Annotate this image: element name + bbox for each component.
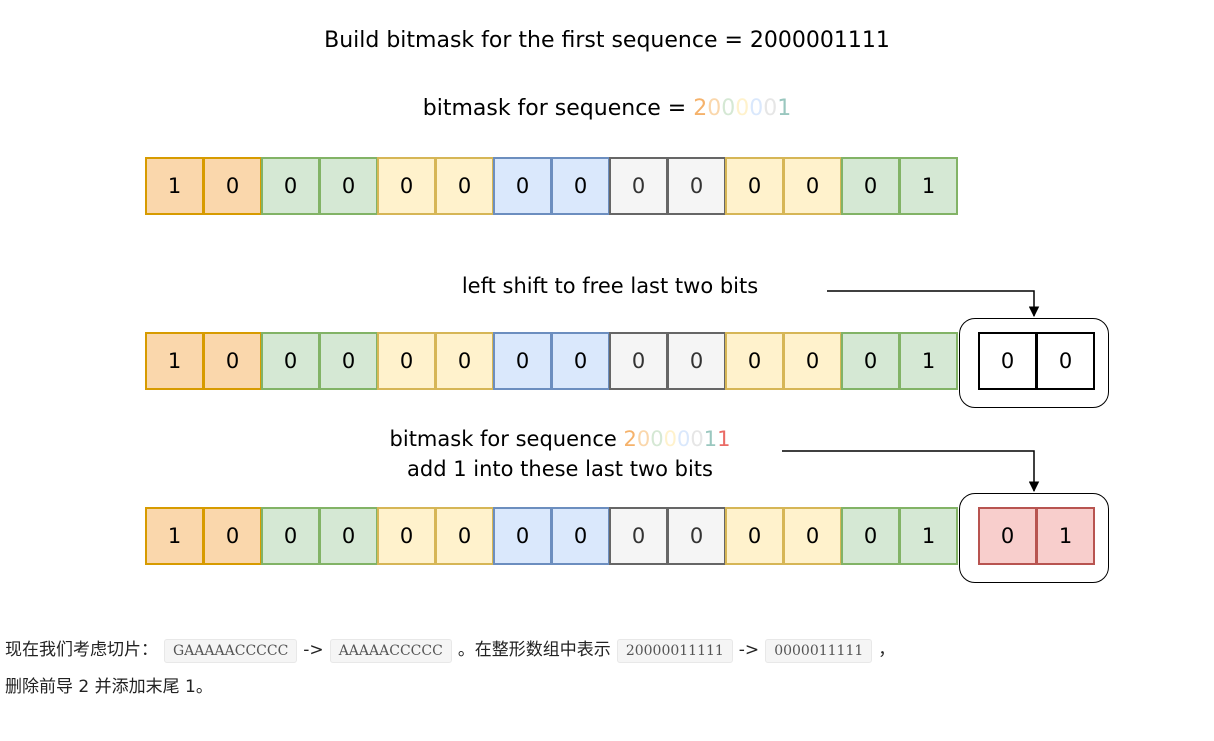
sequence-digit: 0 xyxy=(749,96,764,121)
arrow-left-shift xyxy=(827,290,1040,318)
bit-cell: 0 xyxy=(551,507,610,565)
bit-cell: 0 xyxy=(203,507,262,565)
bit-cell: 1 xyxy=(145,507,204,565)
sequence-digit: 0 xyxy=(676,427,691,451)
sequence-digit: 0 xyxy=(663,427,677,451)
bit-cell: 0 xyxy=(435,157,494,215)
bit-cell: 0 xyxy=(435,332,494,390)
bit-cell: 0 xyxy=(203,332,262,390)
code-slice-before: GAAAAACCCCC xyxy=(164,639,298,663)
label-add-one-prefix: bitmask for sequence xyxy=(389,427,624,451)
bit-cell: 0 xyxy=(609,157,668,215)
bit-cell: 1 xyxy=(899,507,958,565)
extra-bit-cell: 0 xyxy=(978,507,1037,565)
bit-cell: 0 xyxy=(377,507,436,565)
sequence-digit: 0 xyxy=(636,427,651,451)
label-add-one: bitmask for sequence 20000011 add 1 into… xyxy=(340,424,780,484)
label-add-one-line2: add 1 into these last two bits xyxy=(407,457,713,481)
sequence-digit: 0 xyxy=(707,96,722,121)
sequence-digit: 1 xyxy=(703,427,718,451)
code-int-before: 20000011111 xyxy=(616,639,733,663)
sequence-digit: 0 xyxy=(735,96,750,121)
sequence-digit: 0 xyxy=(690,427,704,451)
bit-cell: 0 xyxy=(261,332,320,390)
subtitle-prefix: bitmask for sequence = xyxy=(422,96,694,121)
added-bits-group xyxy=(959,493,1109,583)
label-add-one-digits: 20000011 xyxy=(623,427,730,451)
bit-cell: 0 xyxy=(493,157,552,215)
freed-bits-group xyxy=(959,318,1109,408)
extra-bit-cell: 0 xyxy=(1036,332,1095,390)
extra-bit-cell: 1 xyxy=(1036,507,1095,565)
explanation-paragraph: 现在我们考虑切片：GAAAAACCCCC->AAAAACCCCC。在整形数组中表… xyxy=(5,632,1205,705)
bit-cell: 0 xyxy=(377,157,436,215)
para-text-1: 现在我们考虑切片： xyxy=(5,640,158,660)
extra-bit-cell: 0 xyxy=(978,332,1037,390)
sequence-digit: 0 xyxy=(721,96,736,121)
bit-cell: 0 xyxy=(203,157,262,215)
bit-cell: 0 xyxy=(319,332,378,390)
code-slice-after: AAAAACCCCC xyxy=(329,639,452,663)
bit-cell: 0 xyxy=(783,507,842,565)
para-arrow-1: -> xyxy=(303,640,324,660)
bit-cell: 0 xyxy=(261,507,320,565)
para-line-2: 删除前导 2 并添加末尾 1。 xyxy=(5,677,213,697)
sequence-digit: 0 xyxy=(650,427,664,451)
diagram-title: Build bitmask for the first sequence = 2… xyxy=(324,28,890,53)
label-left-shift: left shift to free last two bits xyxy=(461,274,759,298)
bit-cell: 0 xyxy=(377,332,436,390)
para-arrow-2: -> xyxy=(738,640,760,660)
bit-cell: 0 xyxy=(667,157,726,215)
bit-cell: 0 xyxy=(725,507,784,565)
sequence-digit: 0 xyxy=(763,96,778,121)
bit-cell: 0 xyxy=(667,507,726,565)
bit-cell: 1 xyxy=(899,157,958,215)
subtitle-digits: 2000001 xyxy=(693,96,791,121)
bit-cell: 0 xyxy=(783,157,842,215)
bit-cell: 1 xyxy=(899,332,958,390)
sequence-digit: 2 xyxy=(623,427,637,451)
bit-cell: 0 xyxy=(319,507,378,565)
bit-cell: 0 xyxy=(841,157,900,215)
code-int-after: 0000011111 xyxy=(765,639,873,663)
bit-cell: 0 xyxy=(435,507,494,565)
sequence-digit: 2 xyxy=(693,96,708,121)
bit-cell: 0 xyxy=(609,332,668,390)
bit-cell: 1 xyxy=(145,157,204,215)
sequence-digit: 1 xyxy=(717,427,731,451)
bit-cell: 0 xyxy=(493,332,552,390)
arrow-add-one xyxy=(782,450,1040,493)
bit-cell: 0 xyxy=(261,157,320,215)
subtitle-sequence: bitmask for sequence = 2000001 xyxy=(0,96,1214,121)
para-text-2: 。在整形数组中表示 xyxy=(457,640,611,660)
sequence-digit: 1 xyxy=(777,96,792,121)
para-comma: ， xyxy=(878,640,896,660)
bit-cell: 0 xyxy=(725,157,784,215)
bit-cell: 0 xyxy=(551,332,610,390)
